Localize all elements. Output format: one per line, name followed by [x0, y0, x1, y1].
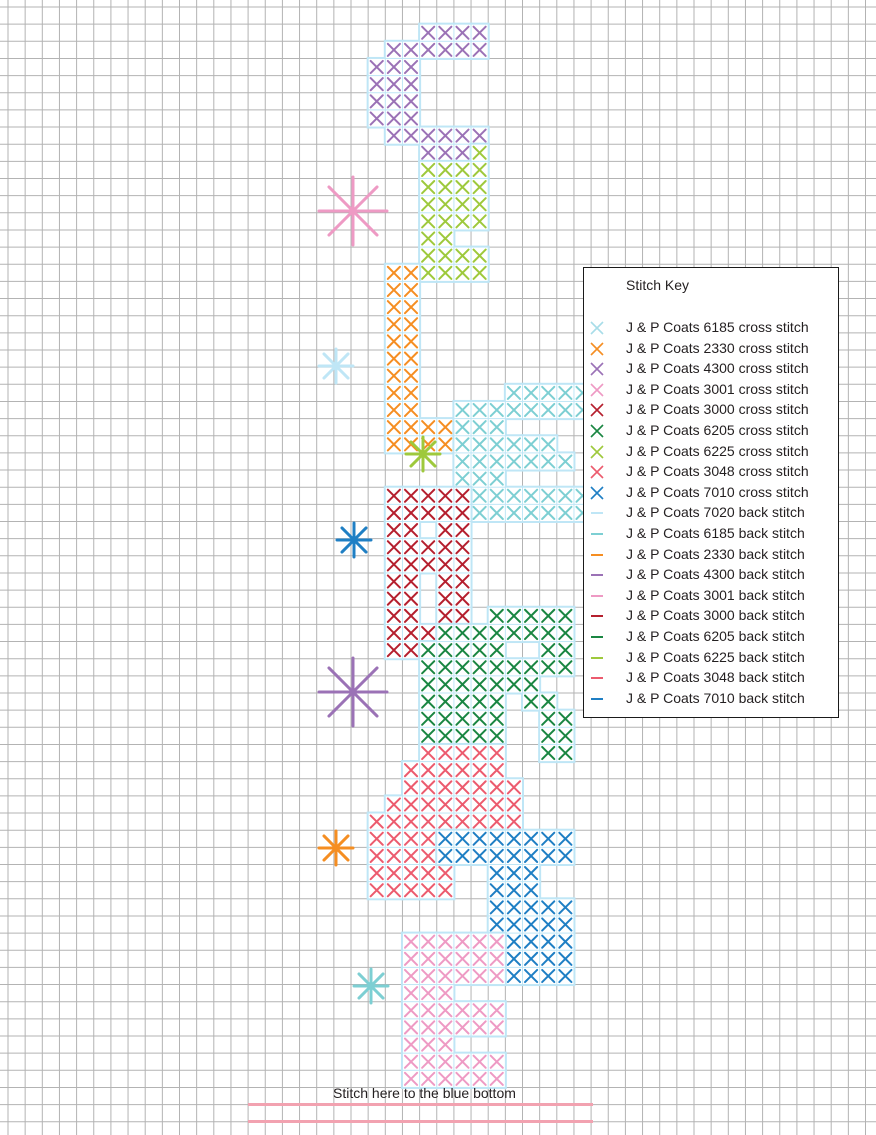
back-stitch-icon [590, 527, 604, 541]
sparkle-ray [329, 692, 353, 716]
legend-item-label: J & P Coats 6225 back stitch [626, 649, 805, 665]
legend-item-label: J & P Coats 3048 cross stitch [626, 463, 809, 479]
legend-item-label: J & P Coats 6185 cross stitch [626, 319, 809, 335]
legend-item-label: J & P Coats 7010 cross stitch [626, 484, 809, 500]
sparkle-ray [336, 354, 348, 366]
legend-item-label: J & P Coats 7010 back stitch [626, 690, 805, 706]
legend-item: J & P Coats 7010 back stitch [584, 689, 838, 710]
sparkle-ray [329, 187, 353, 211]
cross-stitch-icon [590, 383, 604, 397]
sparkle-ray [336, 366, 348, 378]
back-stitch-icon [590, 671, 604, 685]
sparkle-icon [319, 658, 387, 726]
back-stitch-icon [590, 568, 604, 582]
sparkle-icon [354, 969, 388, 1003]
legend-item: J & P Coats 3001 back stitch [584, 586, 838, 607]
back-stitch-icon [590, 506, 604, 520]
sparkle-ray [411, 454, 423, 466]
sparkle-ray [371, 986, 383, 998]
legend-item: J & P Coats 6185 cross stitch [584, 318, 838, 339]
legend-item: J & P Coats 3000 cross stitch [584, 400, 838, 421]
legend-item-label: J & P Coats 3048 back stitch [626, 669, 805, 685]
legend-item: J & P Coats 3001 cross stitch [584, 380, 838, 401]
legend-item-label: J & P Coats 6225 cross stitch [626, 443, 809, 459]
sparkle-ray [329, 668, 353, 692]
legend-item: J & P Coats 3048 back stitch [584, 668, 838, 689]
cross-stitch-icon [590, 445, 604, 459]
cross-stitch-icon [590, 403, 604, 417]
sparkle-ray [354, 540, 366, 552]
stitch-instruction-note: Stitch here to the blue bottom [333, 1085, 516, 1101]
back-stitch-icon [590, 692, 604, 706]
legend-item-label: J & P Coats 6185 back stitch [626, 525, 805, 541]
legend-item-label: J & P Coats 6205 back stitch [626, 628, 805, 644]
sparkle-icon [319, 177, 387, 245]
cross-stitch-icon [590, 342, 604, 356]
sparkle-ray [353, 187, 377, 211]
stitch-key-legend: Stitch Key J & P Coats 6185 cross stitch… [583, 267, 839, 718]
sparkle-ray [342, 540, 354, 552]
legend-item: J & P Coats 3000 back stitch [584, 606, 838, 627]
legend-item-label: J & P Coats 3000 back stitch [626, 607, 805, 623]
letter-e-motif [418, 143, 490, 283]
legend-item-label: J & P Coats 4300 back stitch [626, 566, 805, 582]
legend-title: Stitch Key [626, 277, 689, 293]
legend-list: J & P Coats 6185 cross stitch J & P Coats… [584, 318, 838, 709]
legend-item: J & P Coats 7020 back stitch [584, 503, 838, 524]
legend-item: J & P Coats 3048 cross stitch [584, 462, 838, 483]
legend-item: J & P Coats 7010 cross stitch [584, 483, 838, 504]
back-stitch-icon [590, 548, 604, 562]
cross-stitch-icon [590, 486, 604, 500]
cross-stitch-icon [590, 321, 604, 335]
legend-item-label: J & P Coats 3001 cross stitch [626, 381, 809, 397]
legend-item-label: J & P Coats 4300 cross stitch [626, 360, 809, 376]
legend-item-label: J & P Coats 3001 back stitch [626, 587, 805, 603]
back-stitch-icon [590, 651, 604, 665]
legend-item-label: J & P Coats 7020 back stitch [626, 504, 805, 520]
pink-guide-line-bottom [248, 1120, 593, 1123]
letter-e-motif [401, 932, 507, 1089]
sparkle-icon [319, 831, 353, 865]
back-stitch-icon [590, 609, 604, 623]
back-stitch-icon [590, 589, 604, 603]
legend-item-label: J & P Coats 2330 cross stitch [626, 340, 809, 356]
sparkle-ray [353, 211, 377, 235]
legend-item-label: J & P Coats 2330 back stitch [626, 546, 805, 562]
legend-item: J & P Coats 6205 cross stitch [584, 421, 838, 442]
sparkle-ray [336, 836, 348, 848]
cross-stitch-icon [590, 424, 604, 438]
legend-item: J & P Coats 6205 back stitch [584, 627, 838, 648]
legend-item: J & P Coats 6225 cross stitch [584, 442, 838, 463]
legend-item: J & P Coats 4300 back stitch [584, 565, 838, 586]
legend-item: J & P Coats 2330 back stitch [584, 545, 838, 566]
letter-e-motif [452, 383, 592, 523]
sparkle-icon [406, 437, 440, 471]
sparkle-ray [336, 848, 348, 860]
sparkle-icon [319, 349, 353, 383]
sparkle-ray [423, 454, 435, 466]
letter-r-motif [418, 606, 575, 763]
cross-stitch-icon [590, 362, 604, 376]
legend-item: J & P Coats 2330 cross stitch [584, 339, 838, 360]
sparkle-ray [329, 211, 353, 235]
sparkle-icon [337, 523, 371, 557]
back-stitch-icon [590, 630, 604, 644]
sparkle-ray [359, 986, 371, 998]
legend-item: J & P Coats 6225 back stitch [584, 648, 838, 669]
pink-guide-line-top [248, 1103, 593, 1106]
legend-item-label: J & P Coats 6205 cross stitch [626, 422, 809, 438]
legend-item: J & P Coats 4300 cross stitch [584, 359, 838, 380]
sparkle-ray [353, 692, 377, 716]
legend-item: J & P Coats 6185 back stitch [584, 524, 838, 545]
legend-item-label: J & P Coats 3000 cross stitch [626, 401, 809, 417]
cross-stitch-icon [590, 465, 604, 479]
sparkle-ray [353, 668, 377, 692]
